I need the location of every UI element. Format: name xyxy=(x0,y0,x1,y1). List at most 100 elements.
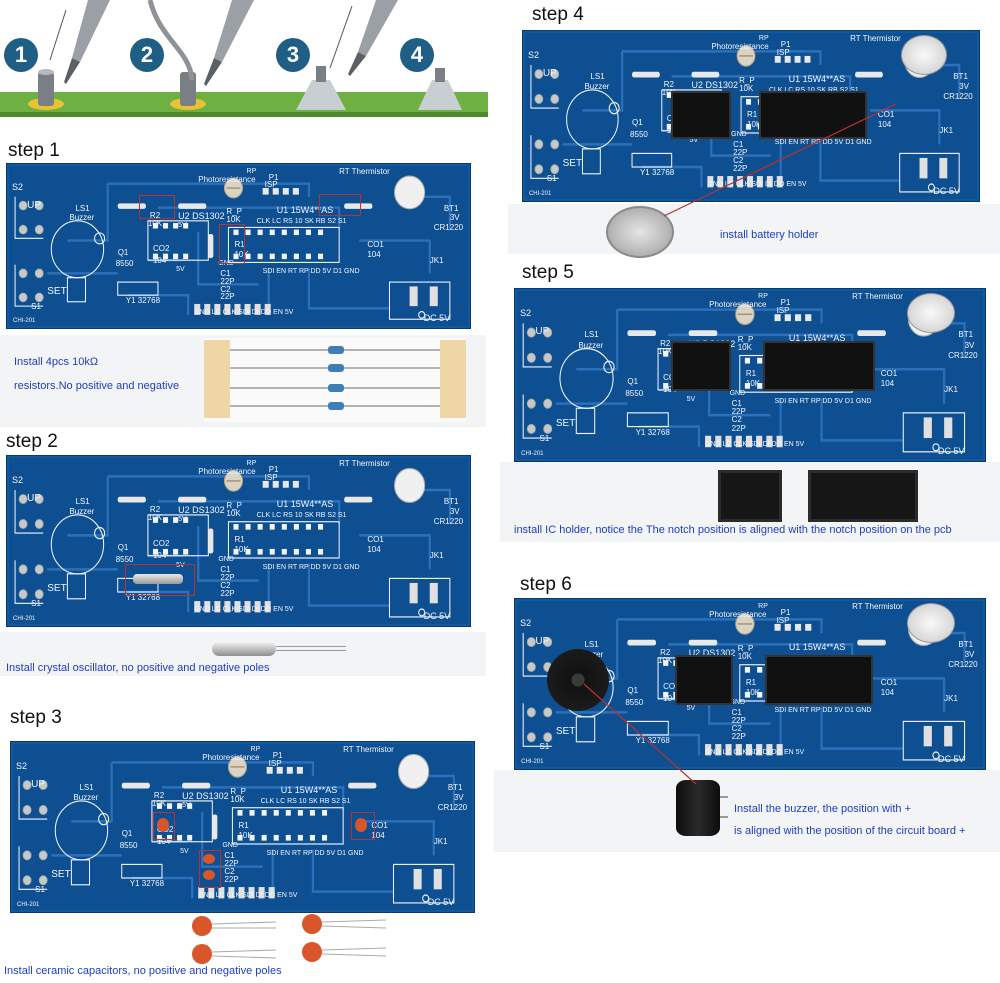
silk-set: SET xyxy=(51,869,71,880)
capacitor-co1-on-board xyxy=(355,818,367,832)
silk-five-v: 5V xyxy=(176,266,185,274)
silk-co1-value: 104 xyxy=(367,249,381,259)
silk-c2-value: 22P xyxy=(731,423,746,433)
silk-board-id: CHI-201 xyxy=(521,450,544,457)
silk-y1: Y1 32768 xyxy=(635,427,670,437)
silk-u1: U1 15W4**AS xyxy=(276,499,334,509)
silk-buzzer: Buzzer xyxy=(73,793,99,802)
silk-pin-row-top-left: 5V xyxy=(178,221,187,229)
silk-jk1: JK1 xyxy=(433,837,448,846)
silk-ls1: LS1 xyxy=(584,640,599,649)
silk-rp-value: R_P xyxy=(230,787,246,796)
silk-isp: ISP xyxy=(776,306,790,316)
silk-r1: R1 xyxy=(745,368,757,378)
silk-pin-row-bottom: SDI EN RT RP DD 5V D1 GND xyxy=(774,398,872,406)
silk-board-id: CHI-201 xyxy=(13,616,36,622)
pcb-artwork xyxy=(18,753,455,904)
step-6-caption: Install the buzzer, the position with + … xyxy=(734,798,965,842)
step-6-caption-panel xyxy=(494,770,1000,852)
step-3-title: step 3 xyxy=(10,707,62,728)
silk-rt-thermistor: RT Thermistor xyxy=(850,34,901,43)
silk-isp: ISP xyxy=(776,48,790,57)
silk-co2-value: 104 xyxy=(663,385,677,395)
silk-q1: Q1 xyxy=(117,543,129,552)
silk-cr1220: CR1220 xyxy=(948,660,978,669)
silk-s1: S1 xyxy=(546,174,557,183)
silk-jk1: JK1 xyxy=(944,694,958,703)
silk-q1-part: 8550 xyxy=(625,698,644,707)
silk-co2: CO2 xyxy=(152,539,170,548)
step-6-title: step 6 xyxy=(520,574,572,595)
silk-rp-ohm: 10K xyxy=(739,84,754,93)
silk-photoresistance: Photoresistance xyxy=(711,42,769,51)
silk-r2-value: 10K xyxy=(658,346,673,356)
silk-p1: P1 xyxy=(272,751,283,760)
resistor-callout-r2 xyxy=(139,195,175,219)
silk-c1-value: 22P xyxy=(731,716,746,725)
silk-q1: Q1 xyxy=(117,247,129,257)
silk-bt-voltage: 3V xyxy=(964,650,975,659)
silk-set: SET xyxy=(555,726,576,737)
silk-pin-row-bottom: SDI EN RT RP DD 5V D1 GND xyxy=(774,707,872,714)
silk-y1: Y1 32768 xyxy=(635,736,670,745)
silk-gnd: GND xyxy=(731,131,747,138)
silk-rp: RP xyxy=(246,460,257,467)
capacitor-c1-on-board xyxy=(203,854,215,864)
silk-bt1: BT1 xyxy=(953,72,968,81)
silk-ls1: LS1 xyxy=(79,783,94,792)
pcb-step-1-art xyxy=(7,164,470,328)
silk-header-row: GND LC CLK SDI DI DO EN 5V xyxy=(707,181,807,188)
ic-socket-u1-step-6 xyxy=(765,655,873,705)
silk-bt1: BT1 xyxy=(447,783,463,792)
silk-c2: C2 xyxy=(733,156,744,165)
silk-bt1: BT1 xyxy=(443,497,459,506)
silk-board-id: CHI-201 xyxy=(17,902,40,908)
silk-rt-thermistor: RT Thermistor xyxy=(343,745,394,754)
silk-pin-row-top: CLK LC RS 10 SK RB S2 S1 xyxy=(256,512,347,519)
silk-co2-value: 104 xyxy=(663,694,677,703)
silk-c2-value: 22P xyxy=(220,589,235,598)
silk-u2: U2 DS1302 xyxy=(688,648,736,658)
silk-photoresistance: Photoresistance xyxy=(709,300,767,310)
silk-rp-ohm: 10K xyxy=(226,215,241,225)
silk-cr1220: CR1220 xyxy=(948,350,978,360)
silk-five-v: 5V xyxy=(686,705,696,712)
silk-co1: CO1 xyxy=(367,240,384,250)
silk-rp-value: R_P xyxy=(737,334,754,344)
silk-u1: U1 15W4**AS xyxy=(280,785,338,795)
legend-marker-1: 1 xyxy=(4,38,38,72)
silk-q1-part: 8550 xyxy=(119,841,138,850)
silk-y1: Y1 32768 xyxy=(125,296,161,306)
silk-rp-ohm: 10K xyxy=(230,795,245,804)
silk-r1: R1 xyxy=(234,240,245,250)
step-2-title: step 2 xyxy=(6,431,58,452)
silk-s2: S2 xyxy=(12,182,24,193)
silk-r2-value: 10K xyxy=(147,513,163,522)
silk-rt-thermistor: RT Thermistor xyxy=(339,459,390,468)
step-2-caption: Install crystal oscillator, no positive … xyxy=(6,662,270,674)
silk-bt-voltage: 3V xyxy=(959,82,969,91)
silk-isp: ISP xyxy=(264,473,278,482)
silk-header-row: GND LC CLK SDI DI DO EN 5V xyxy=(194,308,294,316)
silk-c1: C1 xyxy=(220,565,231,574)
buzzer-on-board xyxy=(547,649,609,711)
silk-buzzer: Buzzer xyxy=(69,213,95,223)
silk-dc: DC 5V xyxy=(423,611,451,621)
silk-s2: S2 xyxy=(527,50,539,60)
silk-c1: C1 xyxy=(220,269,231,279)
silk-p1: P1 xyxy=(780,608,791,617)
silk-r1: R1 xyxy=(745,678,757,687)
silk-gnd: GND xyxy=(222,842,238,849)
ic-socket-u1-on-board xyxy=(759,91,867,139)
silk-co2-value: 104 xyxy=(152,551,167,560)
silk-five-v: 5V xyxy=(689,137,699,144)
crystal-photo xyxy=(212,638,352,660)
step-6-caption-line-1: Install the buzzer, the position with + xyxy=(734,803,912,815)
silk-s1: S1 xyxy=(539,433,550,443)
silk-bt1: BT1 xyxy=(958,330,974,340)
crystal-callout xyxy=(125,564,195,596)
silk-c1: C1 xyxy=(224,851,235,860)
